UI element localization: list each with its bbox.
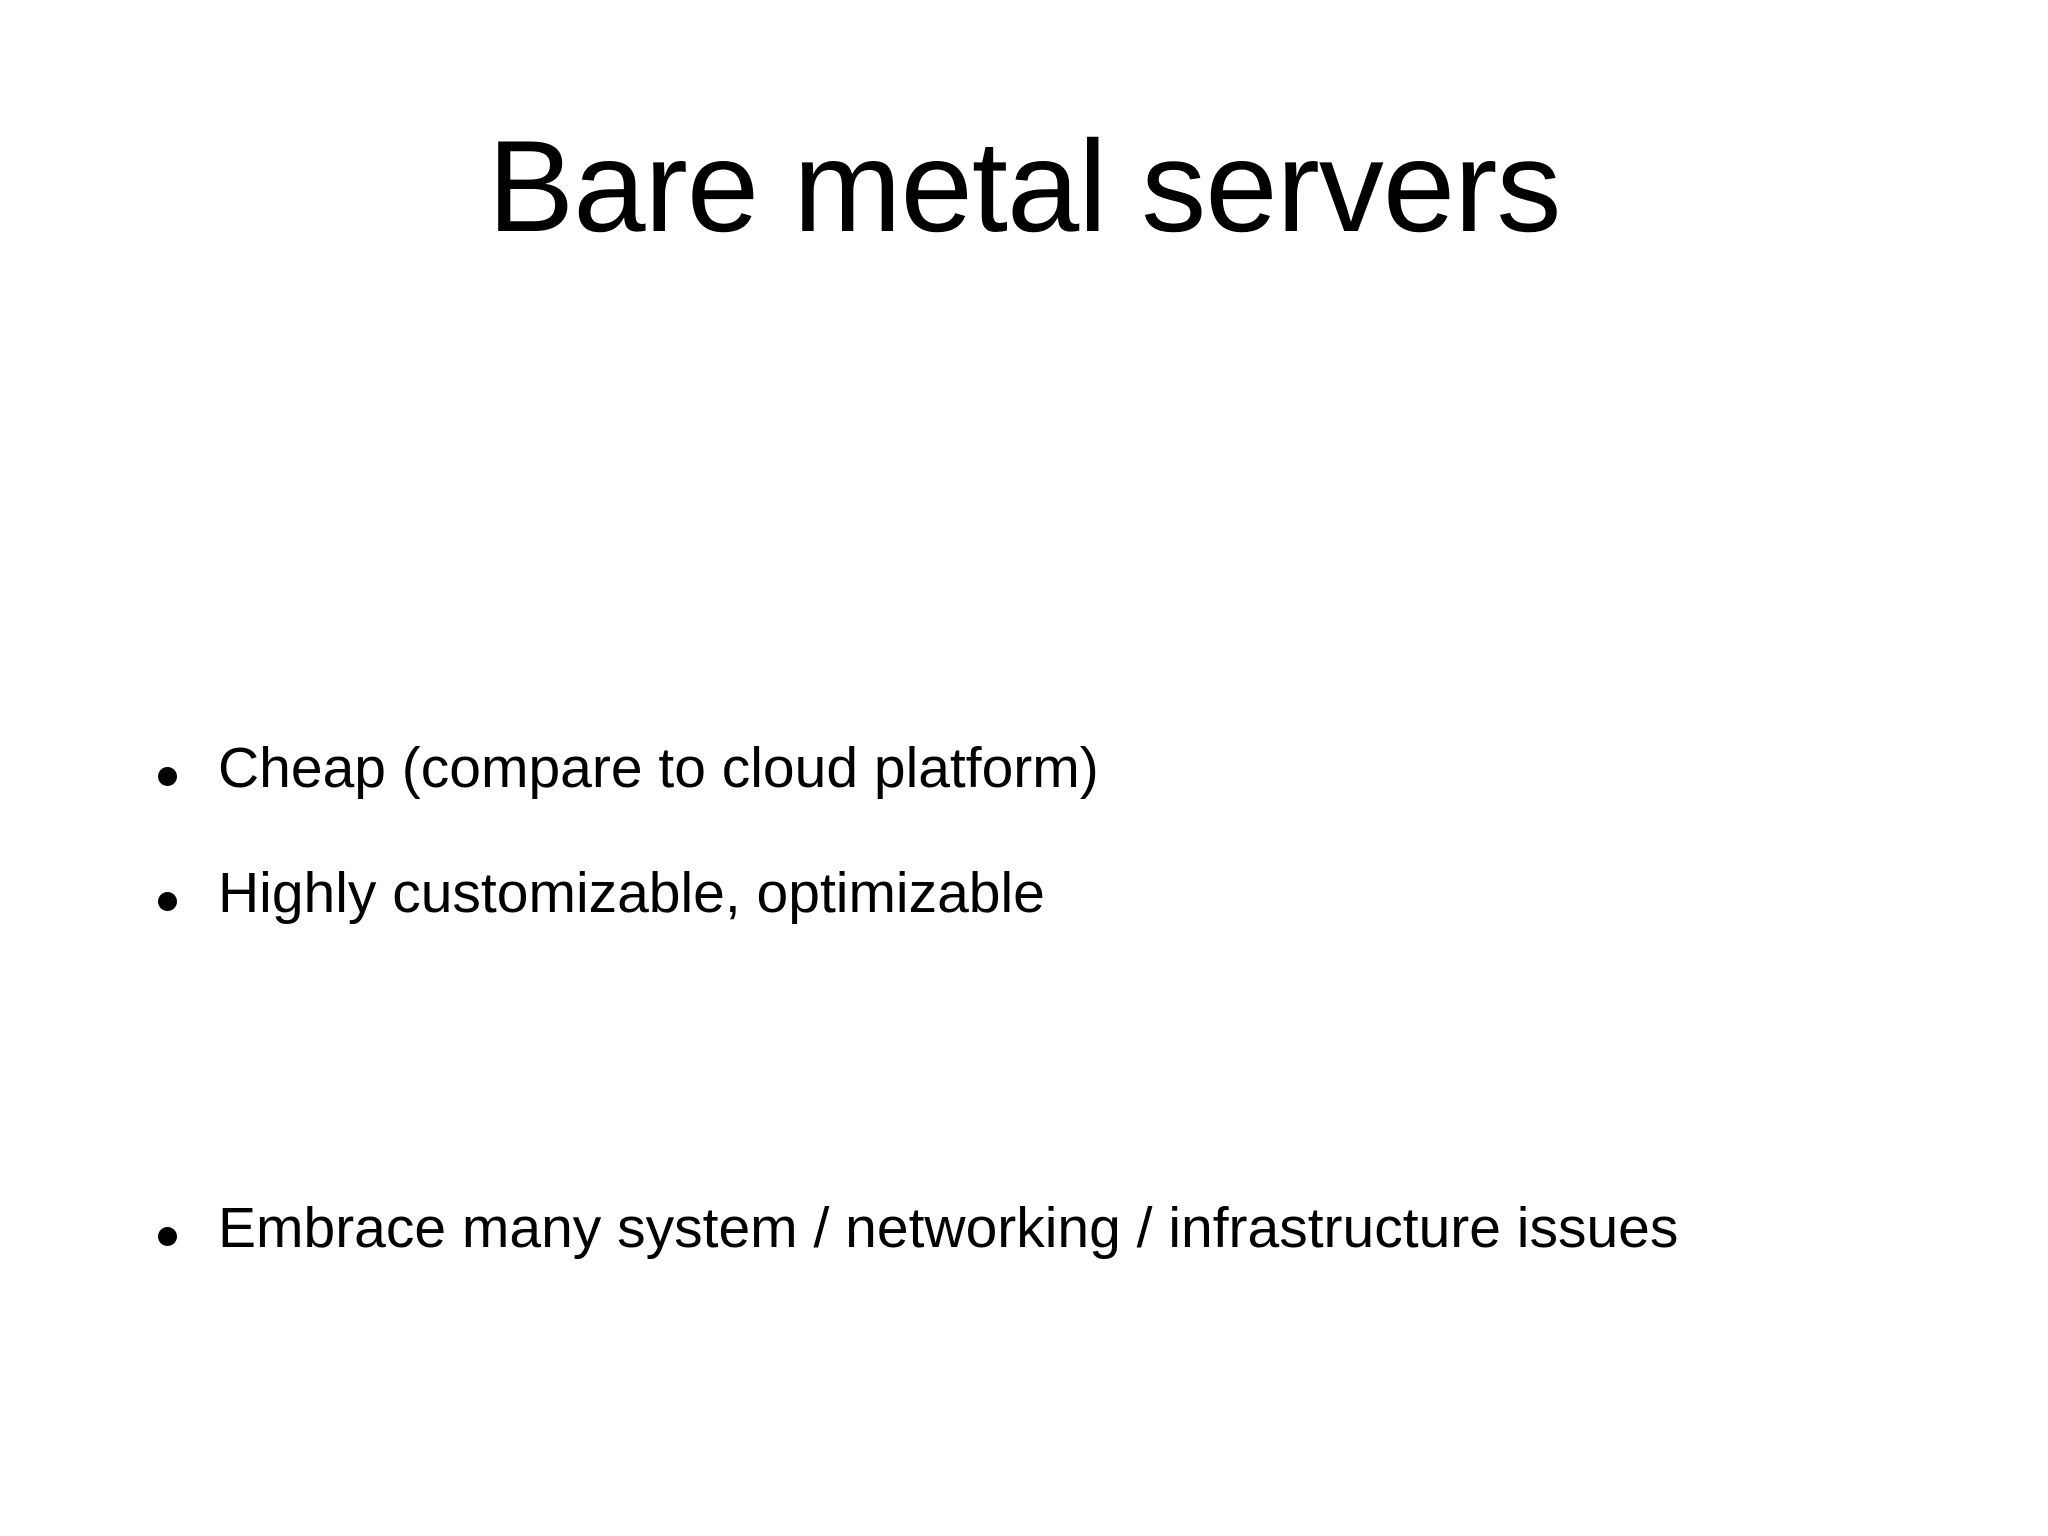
list-item: Cheap (compare to cloud platform) [150,740,2018,797]
list-item: Highly customizable, optimizable [150,865,2018,922]
list-item: Embrace many system / networking / infra… [150,1200,2018,1257]
list-item-label: Cheap (compare to cloud platform) [218,736,1099,800]
bullet-dot-icon [158,892,177,911]
list-item-label: Highly customizable, optimizable [218,861,1045,925]
bullet-dot-icon [158,767,177,786]
bullet-dot-icon [158,1227,177,1246]
list-item-label: Embrace many system / networking / infra… [218,1196,1679,1260]
page-title: Bare metal servers [487,113,1562,259]
